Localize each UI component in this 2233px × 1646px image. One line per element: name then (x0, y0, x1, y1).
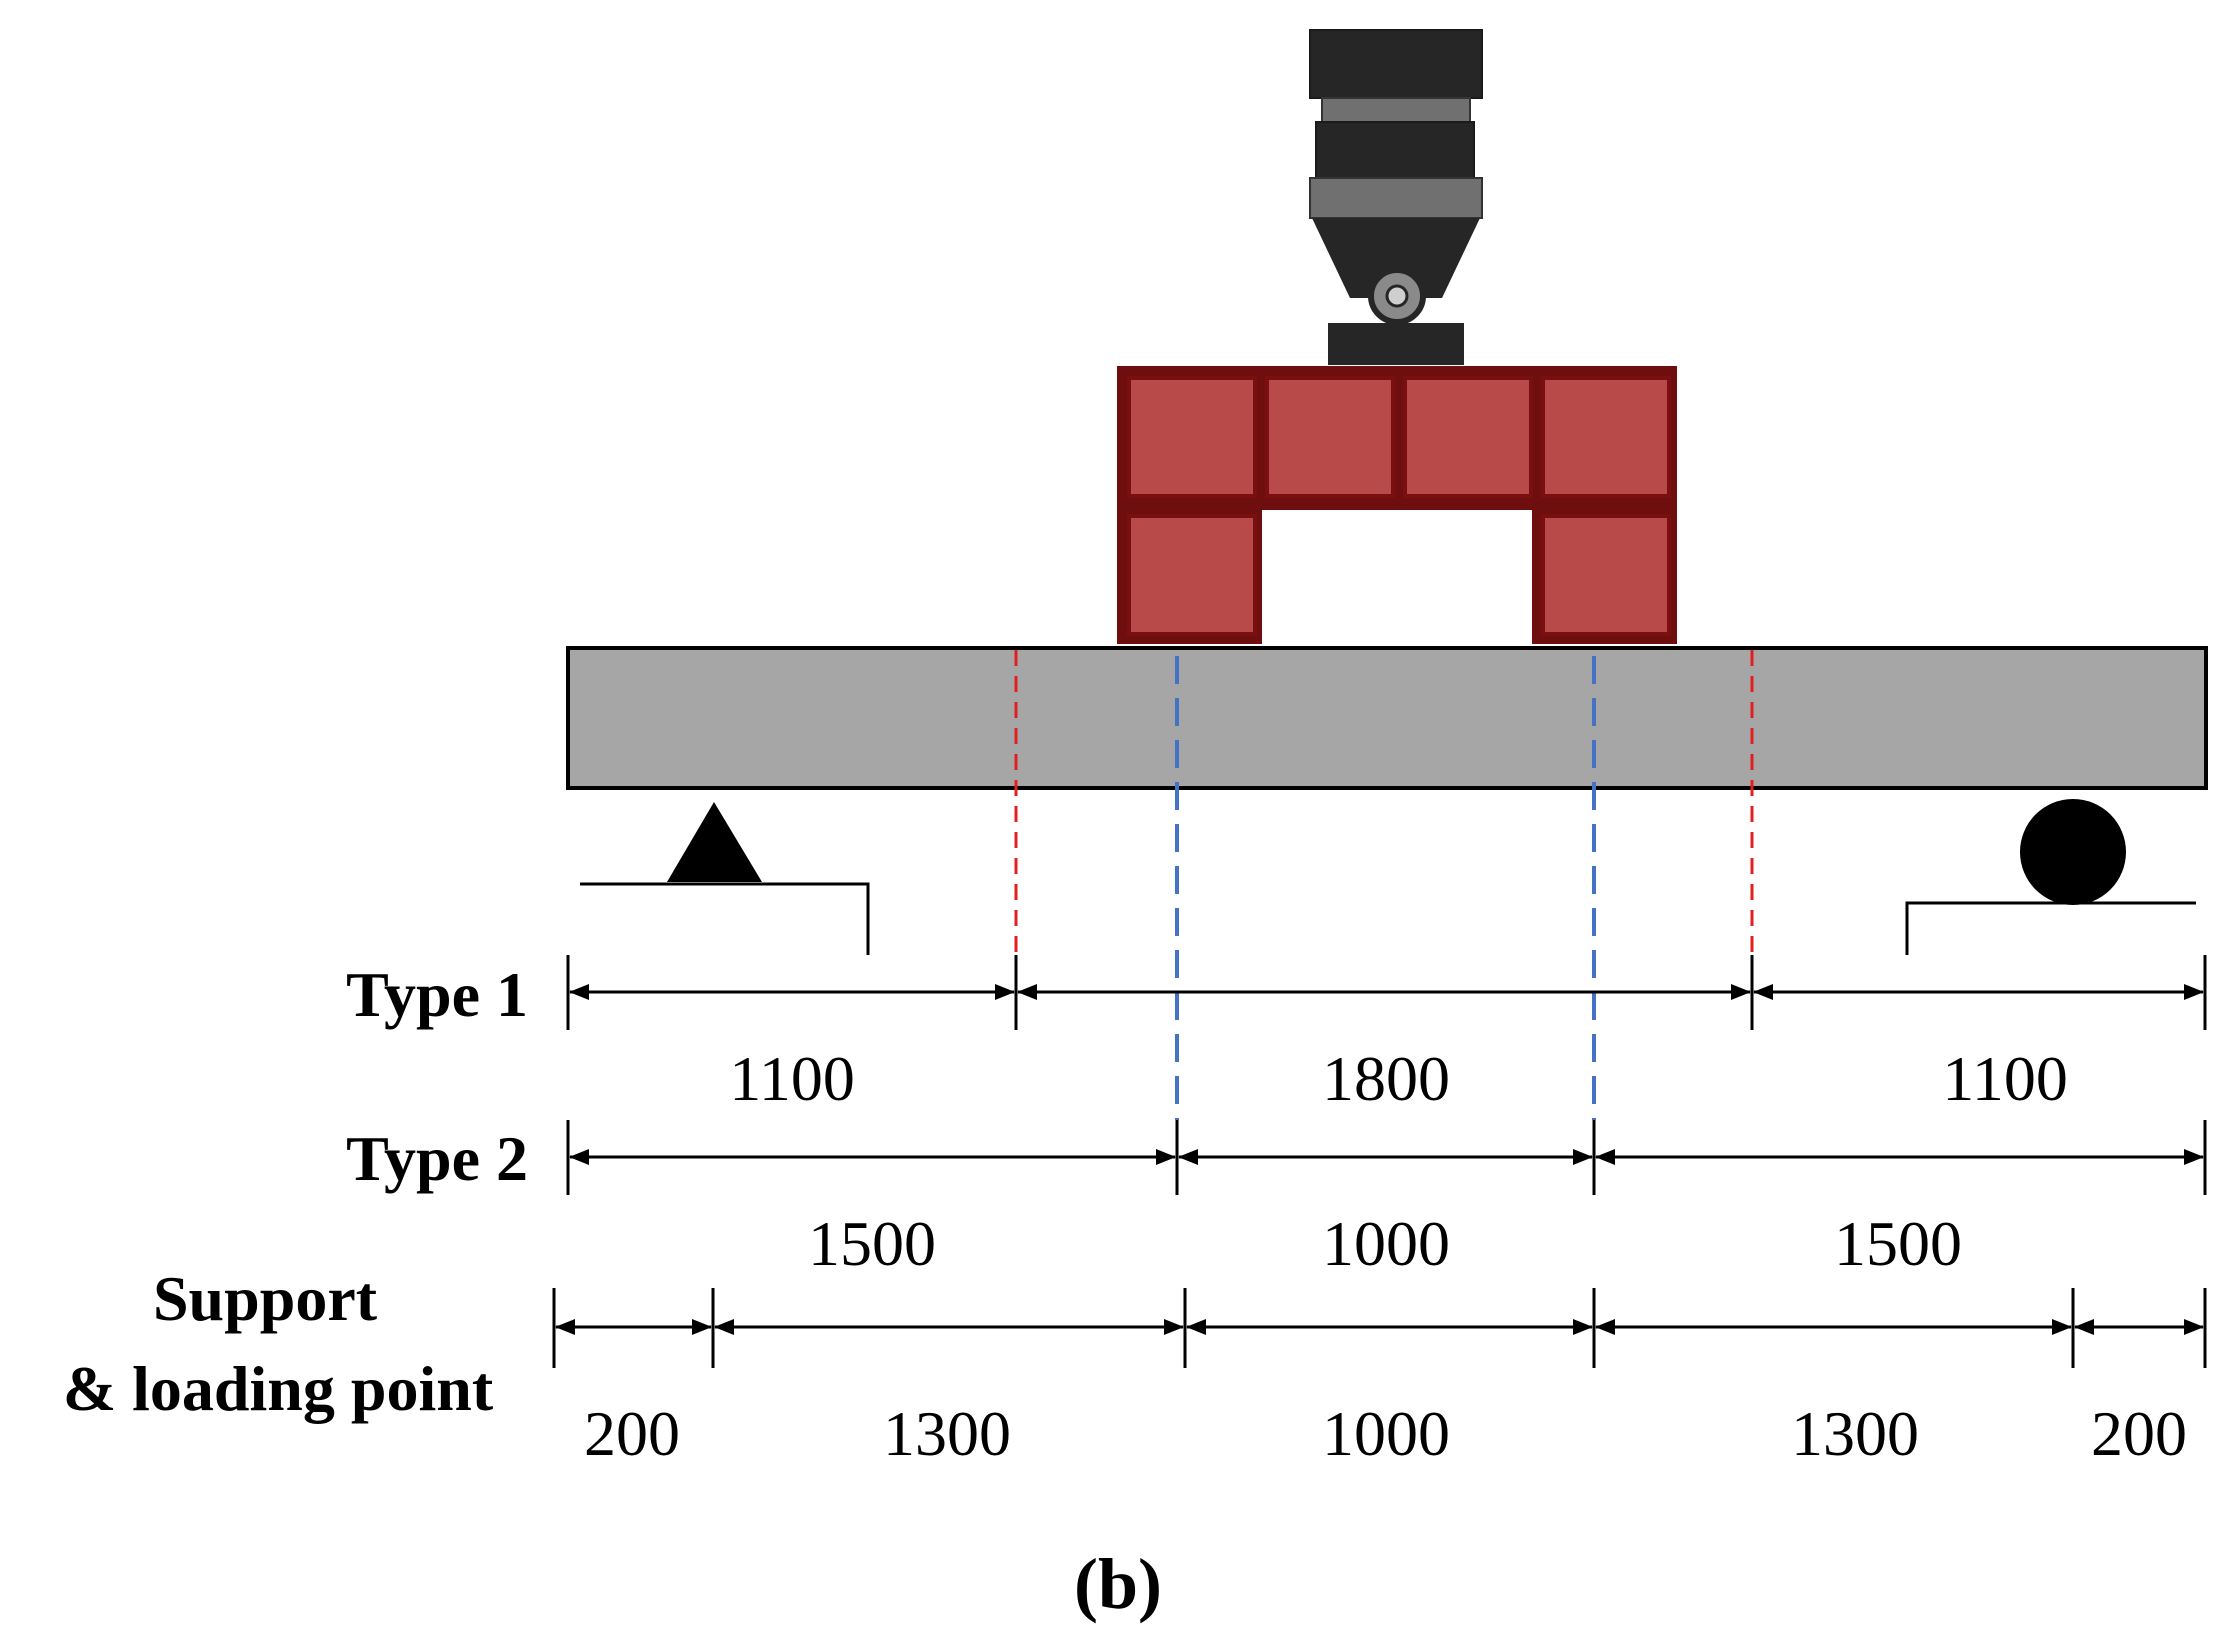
type2-markers (1175, 656, 1596, 1120)
beam (566, 646, 2208, 790)
dim-type1-right: 1100 (1942, 1043, 2068, 1114)
dim-support-4: 1300 (1791, 1398, 1919, 1469)
dim-type2-center: 1000 (1322, 1208, 1450, 1279)
dim-type2-right: 1500 (1834, 1208, 1962, 1279)
pin-support-icon (580, 802, 870, 955)
dim-support-1: 200 (584, 1398, 680, 1469)
actuator-icon (1309, 29, 1483, 365)
row-label-support-line1: Support (153, 1263, 378, 1334)
row-label-support-line2: & loading point (63, 1353, 494, 1424)
dim-type1-center: 1800 (1322, 1043, 1450, 1114)
row-label-type1: Type 1 (346, 959, 528, 1030)
roller-support-icon (1905, 799, 2196, 955)
figure-caption: (b) (1074, 1544, 1162, 1624)
row-label-type2: Type 2 (346, 1123, 528, 1194)
loading-frame (1117, 366, 1677, 644)
support-loading-row: Support & loading point 200 1300 1000 13… (63, 1263, 2207, 1469)
type1-row: Type 1 1100 1800 1100 (346, 955, 2207, 1114)
dim-type1-left: 1100 (729, 1043, 855, 1114)
dim-type2-left: 1500 (808, 1208, 936, 1279)
dim-support-2: 1300 (883, 1398, 1011, 1469)
dim-support-5: 200 (2091, 1398, 2187, 1469)
dim-support-3: 1000 (1322, 1398, 1450, 1469)
type2-row: Type 2 1500 1000 1500 (346, 1120, 2207, 1279)
